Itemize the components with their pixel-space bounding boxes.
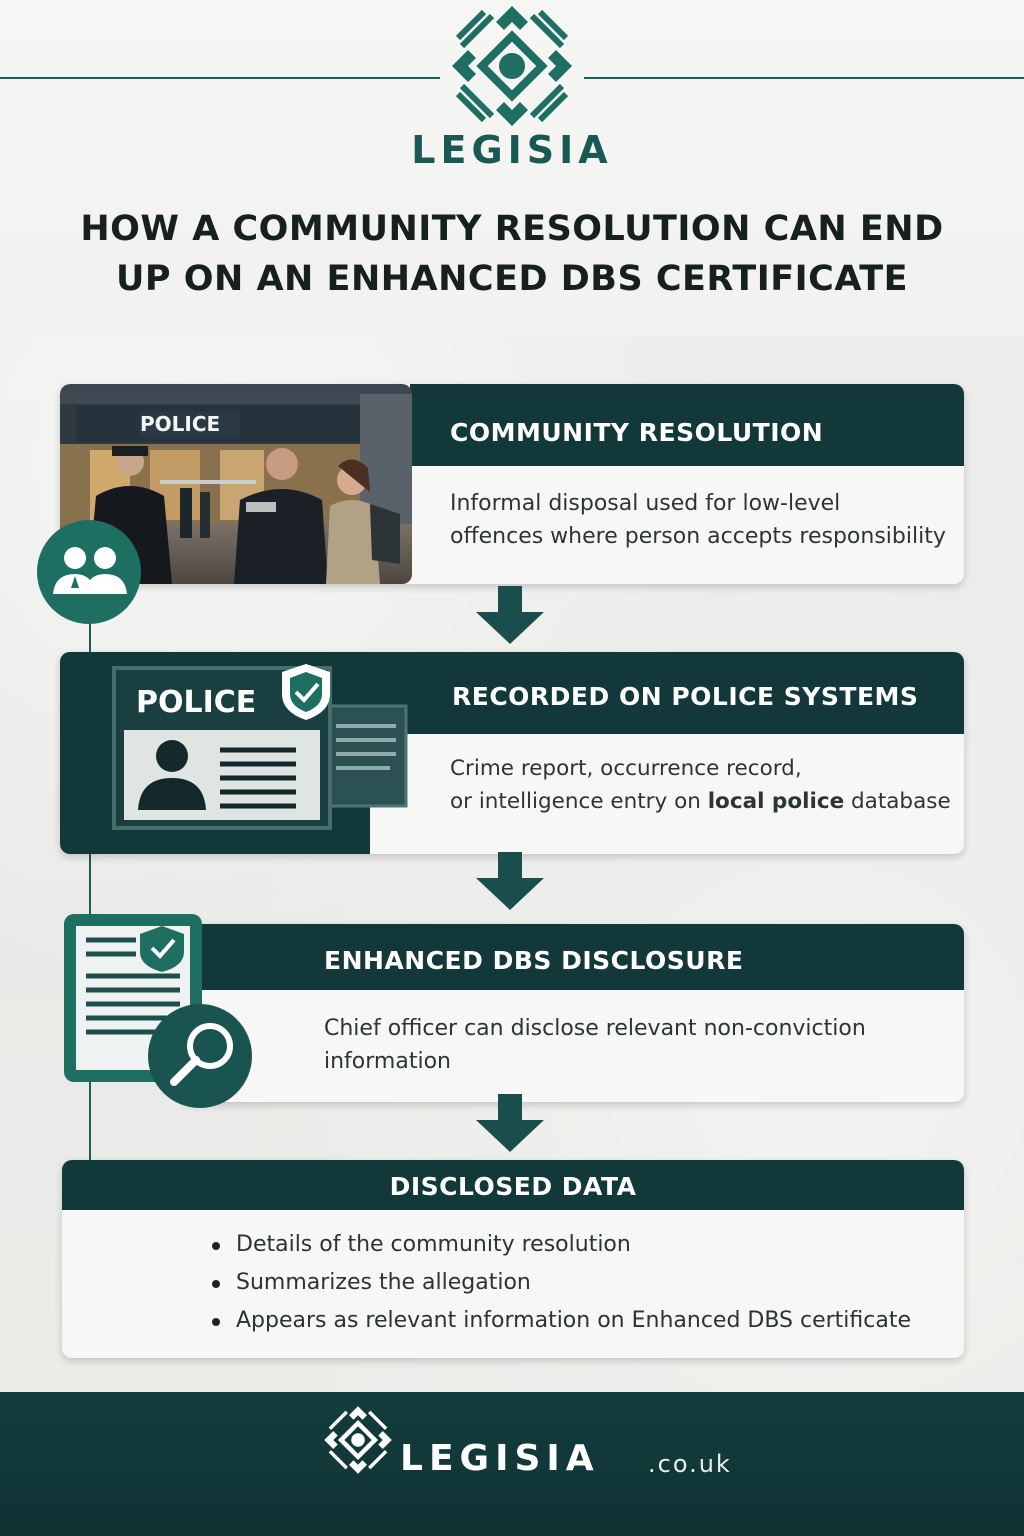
step-description-line-1: Crime report, occurrence record, [450, 756, 802, 781]
people-icon [37, 520, 141, 624]
down-arrow-icon [476, 852, 544, 910]
down-arrow-icon [476, 1094, 544, 1152]
page-title: HOW A COMMUNITY RESOLUTION CAN END UP ON… [40, 204, 984, 304]
timeline-line [89, 600, 91, 1170]
step-description-line-2: or intelligence entry on local police da… [450, 789, 951, 814]
legisia-footer-logo-icon [324, 1406, 392, 1474]
disclosed-data-card: DISCLOSED DATA Details of the community … [62, 1160, 964, 1358]
step-header-bar [410, 384, 964, 466]
page-title-line-1: HOW A COMMUNITY RESOLUTION CAN END [80, 209, 944, 249]
step-description-line-2: offences where person accepts responsibi… [450, 524, 946, 549]
brand-name: LEGISIA [411, 128, 613, 172]
legisia-logo-icon [452, 6, 572, 126]
page-title-line-2: UP ON AN ENHANCED DBS CERTIFICATE [115, 259, 909, 299]
header-rule-right [584, 77, 1024, 79]
step-title: ENHANCED DBS DISCLOSURE [324, 946, 744, 975]
disclosed-title: DISCLOSED DATA [389, 1172, 637, 1201]
step-description: Crime report, occurrence record, or inte… [450, 752, 951, 818]
step-card-community-resolution: COMMUNITY RESOLUTION Informal disposal u… [60, 384, 964, 584]
header-rule-left [0, 77, 440, 79]
step-description: Chief officer can disclose relevant non-… [324, 1012, 866, 1078]
step-title: COMMUNITY RESOLUTION [450, 418, 824, 447]
footer-domain: .co.uk [648, 1450, 732, 1478]
step-description-line-1: Chief officer can disclose relevant non-… [324, 1016, 866, 1041]
disclosed-header-bar [62, 1160, 964, 1210]
police-id-card-icon: POLICE [112, 664, 408, 830]
list-item: Details of the community resolution [210, 1226, 911, 1264]
list-item: Appears as relevant information on Enhan… [210, 1302, 911, 1340]
disclosed-list: Details of the community resolution Summ… [210, 1226, 911, 1340]
emphasis-text: local police [707, 789, 845, 814]
down-arrow-icon [476, 586, 544, 644]
step-description-line-1: Informal disposal used for low-level [450, 491, 841, 516]
step-header-bar [180, 924, 964, 990]
police-sign: POLICE [140, 412, 220, 436]
police-card-label: POLICE [136, 685, 256, 720]
footer-brand-name: LEGISIA [400, 1438, 600, 1479]
step-title: RECORDED ON POLICE SYSTEMS [452, 682, 919, 711]
list-item: Summarizes the allegation [210, 1264, 911, 1302]
step-card-enhanced-dbs: ENHANCED DBS DISCLOSURE Chief officer ca… [180, 924, 964, 1102]
footer [0, 1392, 1024, 1536]
document-search-icon [64, 914, 252, 1108]
step-description-line-2: information [324, 1049, 451, 1074]
step-description: Informal disposal used for low-level off… [450, 487, 946, 553]
